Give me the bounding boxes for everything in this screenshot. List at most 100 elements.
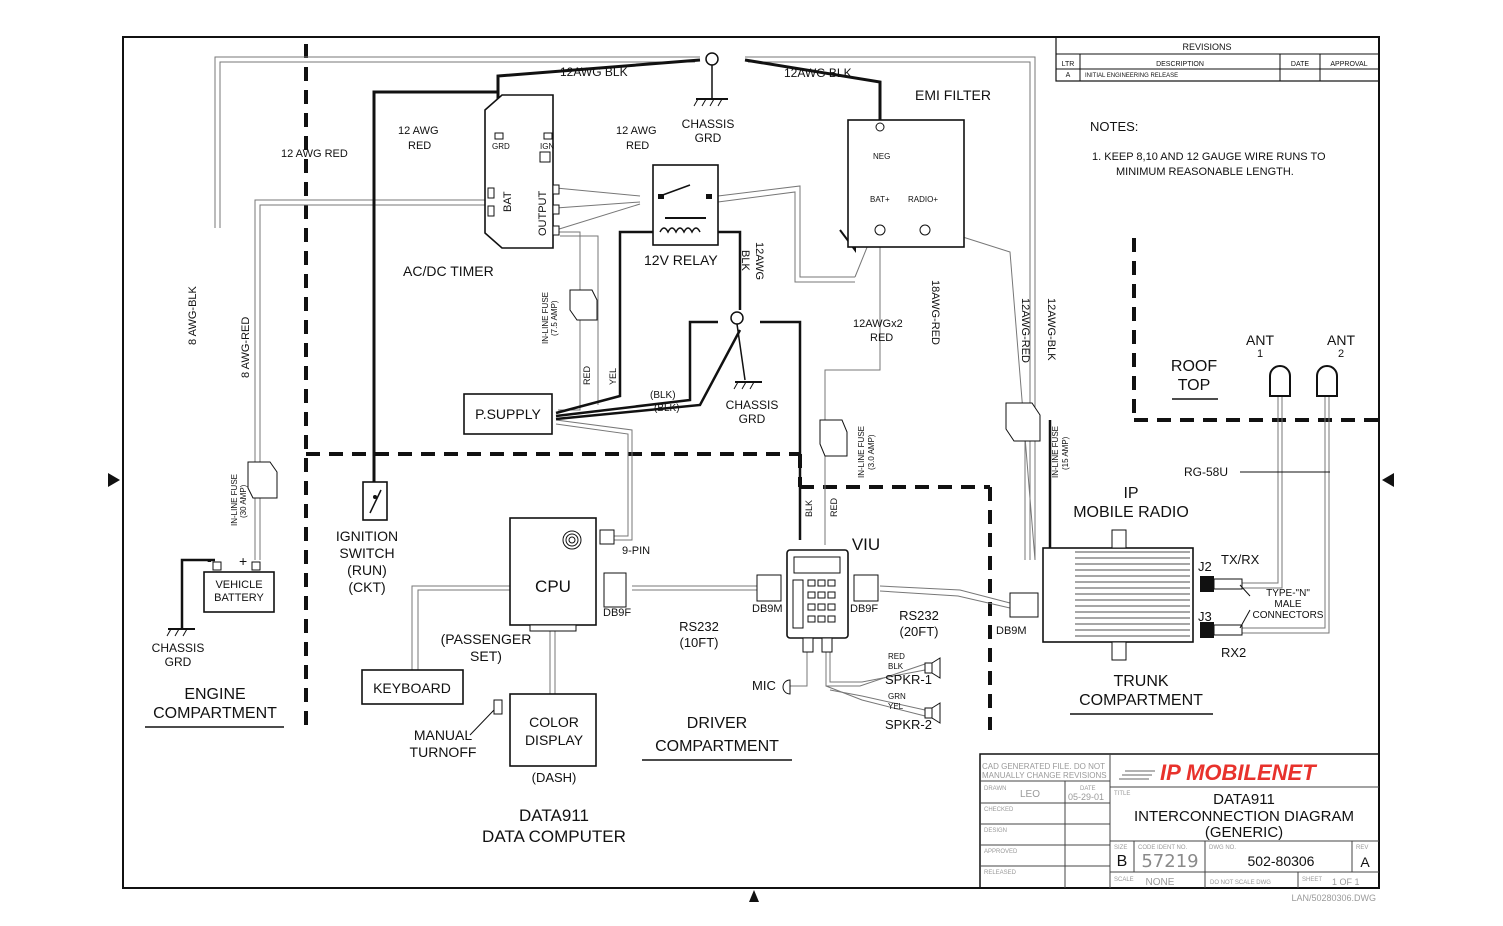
- dash-label: (DASH): [532, 770, 577, 785]
- psupply-label: P.SUPPLY: [475, 406, 541, 422]
- wire-label-12awg-blk-left: 12AWG BLK: [560, 65, 628, 79]
- fuse-15-icon: [1005, 402, 1041, 442]
- cpu-db9f-connector: [603, 572, 627, 608]
- revisions-block: REVISIONS LTR DESCRIPTION DATE APPROVAL …: [1055, 36, 1380, 82]
- speaker-1-icon: [924, 657, 941, 679]
- wire-yel-vertical: YEL: [608, 368, 618, 385]
- mobile-radio-box: [1042, 547, 1194, 643]
- fuse-15-label-2: (15 AMP): [1061, 436, 1070, 470]
- color-display-label-2: DISPLAY: [525, 732, 584, 748]
- date-label: DATE: [1080, 786, 1096, 792]
- j2-connector-icon: [1200, 576, 1243, 592]
- mic-jack: [802, 637, 814, 653]
- cpu-label: CPU: [535, 577, 571, 596]
- j3-label: J3: [1198, 609, 1212, 624]
- ground-star-mid: [730, 311, 762, 390]
- spk-grn-label: GRN: [888, 692, 906, 701]
- blk-12awg-vert-1: 12AWG: [753, 242, 765, 280]
- rev-col-ltr: LTR: [1062, 61, 1075, 68]
- date-value: 05-29-01: [1068, 792, 1104, 802]
- red-12awgx2-2: RED: [870, 332, 893, 344]
- blk-12awg-vert-2: BLK: [739, 250, 751, 271]
- code-ident-value: 57219: [1141, 851, 1198, 872]
- revisions-title: REVISIONS: [1182, 42, 1231, 52]
- fuse-7-5-label-2: (7.5 AMP): [550, 300, 559, 336]
- speaker-jack: [821, 637, 833, 653]
- size-value: B: [1117, 853, 1128, 870]
- right-center-marker: [1382, 473, 1394, 487]
- roof-top-label-2: TOP: [1178, 377, 1211, 394]
- fuse-30-icon: [247, 461, 278, 499]
- chassis-grd-low-1: CHASSIS: [152, 641, 205, 655]
- driver-comp-label-1: DRIVER: [687, 715, 747, 732]
- title-block: [979, 753, 1380, 889]
- cpu-fan-icon: [562, 530, 582, 550]
- radio-bottom-mount: [1111, 641, 1127, 661]
- ant1-label-1: ANT: [1246, 332, 1274, 348]
- trunk-comp-label-1: TRUNK: [1113, 673, 1168, 690]
- antenna-2-icon: [1316, 365, 1338, 397]
- rev-value: A: [1360, 854, 1370, 870]
- j3-connector-icon: [1200, 622, 1243, 638]
- note-line-1: 1. KEEP 8,10 AND 12 GAUGE WIRE RUNS TO: [1092, 151, 1326, 163]
- db9m-label-2: DB9M: [996, 625, 1027, 637]
- rev-col-date: DATE: [1291, 61, 1309, 68]
- wire-label-18awg-red: 18AWG-RED: [929, 280, 941, 345]
- emi-filter-body: [847, 119, 965, 248]
- ignition-switch-label-1: IGNITION: [336, 528, 398, 544]
- passenger-set-2: SET): [470, 648, 502, 664]
- speaker-2-icon: [924, 702, 941, 724]
- emi-radio-plus-label: RADIO+: [908, 195, 938, 204]
- rg58u-label: RG-58U: [1184, 465, 1228, 479]
- manual-turnoff-switch: [493, 699, 503, 715]
- color-display-box: [509, 693, 597, 767]
- fuse-30-label-2: (30 AMP): [239, 484, 248, 518]
- red-12awg-line-label: 12 AWG RED: [281, 148, 348, 160]
- db9f-label-2: DB9F: [850, 603, 878, 615]
- power-supply-box: [463, 393, 553, 435]
- ip-mobile-radio-1: IP: [1123, 485, 1138, 502]
- ant1-label-2: 1: [1257, 348, 1263, 360]
- manual-turnoff-leader: [469, 709, 495, 736]
- mic-label: MIC: [752, 678, 776, 693]
- drawing-title-3: (GENERIC): [1205, 824, 1283, 841]
- rs232-10ft-1: RS232: [679, 619, 719, 634]
- cad-note-1: CAD GENERATED FILE. DO NOT: [982, 762, 1105, 771]
- spkr2-label: SPKR-2: [885, 717, 932, 732]
- red-12awg-right-2: RED: [626, 140, 649, 152]
- ignition-switch-icon: [369, 489, 382, 514]
- driver-comp-label-2: COMPARTMENT: [655, 738, 779, 755]
- bottom-center-marker: [749, 890, 759, 902]
- chassis-grd-top-2: GRD: [695, 131, 722, 145]
- cad-note-2: MANUALLY CHANGE REVISIONS: [982, 771, 1107, 780]
- antenna-1-icon: [1269, 365, 1291, 397]
- type-n-label-3: CONNECTORS: [1253, 610, 1324, 621]
- file-name: LAN/50280306.DWG: [1291, 893, 1376, 903]
- rs232-10ft-2: (10FT): [680, 635, 719, 650]
- scale-value: NONE: [1146, 877, 1175, 888]
- drawing-title-1: DATA911: [1213, 791, 1275, 808]
- type-n-leader-2: [1239, 609, 1251, 629]
- red-12awg-left-1: 12 AWG: [398, 125, 439, 137]
- type-n-leader-1: [1239, 584, 1251, 597]
- relay-coil-icon: [658, 184, 712, 234]
- rev-label: REV: [1356, 845, 1368, 851]
- timer-ign-label: IGN: [540, 142, 554, 151]
- wire-blk-2: (BLK): [654, 403, 680, 414]
- fuse-3-label-2: (3.0 AMP): [867, 434, 876, 470]
- txrx-label: TX/RX: [1221, 552, 1260, 567]
- fuse-30-label-1: IN-LINE FUSE: [230, 474, 239, 526]
- spk-red-label: RED: [888, 652, 905, 661]
- notes-title: NOTES:: [1090, 119, 1138, 134]
- type-n-label-2: MALE: [1274, 599, 1302, 610]
- ant2-label-2: 2: [1338, 348, 1344, 360]
- spk-yel-label: YEL: [888, 702, 904, 711]
- emi-neg-label: NEG: [873, 152, 890, 161]
- thick-wiring: [180, 58, 1052, 628]
- data911-title-1: DATA911: [519, 806, 589, 825]
- no-scale-note: DO NOT SCALE DWG: [1210, 880, 1271, 886]
- ignition-switch-label-4: (CKT): [348, 579, 385, 595]
- j2-label: J2: [1198, 559, 1212, 574]
- timer-bat-label: BAT: [502, 191, 514, 212]
